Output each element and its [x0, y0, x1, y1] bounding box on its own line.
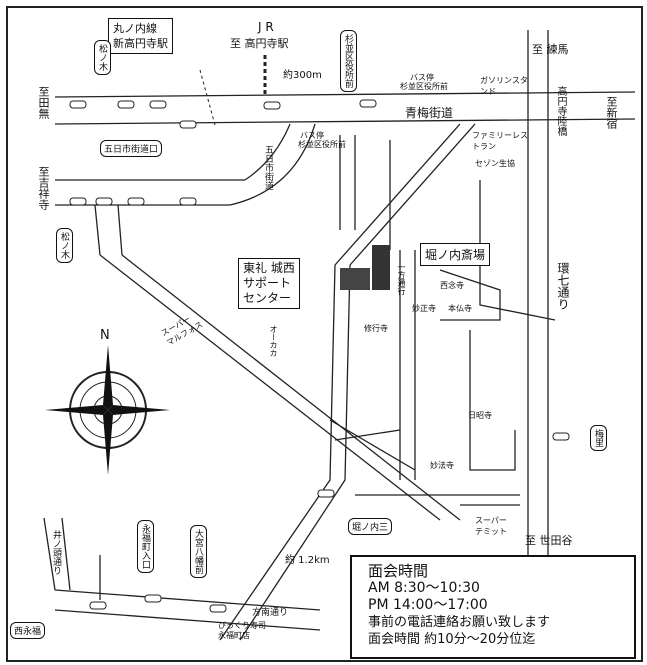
- matsunoki-label: 松ノ木: [56, 228, 73, 263]
- station-name: 新高円寺駅: [113, 37, 168, 50]
- visiting-hours-box: 面会時間 AM 8:30〜10:30 PM 14:00〜17:00 事前の電話連…: [350, 555, 636, 659]
- dest-shinjuku: 至新宿: [605, 96, 618, 129]
- temple-sainen: 西念寺: [440, 281, 464, 290]
- one-way-sign: 一方通行: [397, 263, 406, 295]
- temple-myoho: 妙法寺: [430, 461, 454, 470]
- sugi-kuyakusho-label: 杉並区役所前: [340, 30, 357, 92]
- bus-stop-1-name: 杉並区役所前: [400, 82, 448, 91]
- support-center-box: 東礼 城西 サポート センター: [238, 258, 300, 309]
- station-box: 丸ノ内線 新高円寺駅: [108, 18, 173, 54]
- station-line-name: 丸ノ内線: [113, 22, 157, 35]
- dest-nerima: 至 練馬: [532, 43, 569, 56]
- seison-coop: セゾン生協: [475, 159, 515, 168]
- nishieifuku-label: 西永福: [10, 622, 46, 639]
- compass-north-label: N: [100, 328, 110, 343]
- dest-kichijoji: 至吉祥寺: [37, 166, 50, 210]
- koenji-rikkyo-label: 高円寺陸橋: [555, 86, 566, 136]
- temple-myosei: 妙正寺: [412, 304, 436, 313]
- road-kanana: 環七通り: [556, 262, 570, 310]
- bus-stop-2-name: 杉並区役所前: [298, 140, 346, 149]
- distance-1-2km: 約 1.2km: [285, 555, 330, 566]
- omiya-hachiman-label: 大宮八幡前: [190, 525, 207, 578]
- support-center-name-1: 東礼 城西: [243, 261, 295, 275]
- road-gokamachi: 五日市街道: [263, 145, 273, 190]
- distance-300m: 約300m: [283, 70, 322, 81]
- bus-stop-2: バス停: [300, 131, 324, 140]
- dest-koenji: 至 高円寺駅: [230, 37, 289, 50]
- support-center-name-3: センター: [243, 291, 292, 305]
- crematorium-label: 堀ノ内斎場: [420, 243, 491, 266]
- horinouchi3-label: 堀ノ内三: [348, 518, 393, 535]
- dest-tanashi: 至田無: [37, 86, 50, 119]
- jr-label: J R: [258, 20, 274, 34]
- map-frame: [6, 6, 643, 662]
- visiting-pm: PM 14:00〜17:00: [368, 597, 488, 613]
- compass-icon: [45, 345, 170, 475]
- temple-honbutsu: 本仏寺: [448, 304, 472, 313]
- road-ikenohata: 井ノ頭通り: [51, 530, 61, 575]
- gas-station: ガソリンスタンド: [480, 76, 528, 96]
- temple-gyoko: 修行寺: [364, 324, 388, 333]
- okaka: オーカカ: [269, 325, 278, 357]
- bikkuri-sushi: びっくり寿司: [218, 621, 266, 630]
- road-ome: 青梅街道: [405, 106, 454, 120]
- road-hounan: 方南通り: [252, 608, 289, 618]
- itsukaichi-entrance-label: 五日市街道口: [100, 140, 163, 157]
- dest-setagaya: 至 世田谷: [525, 534, 573, 547]
- family-restaurant: ファミリーレストラン: [472, 131, 528, 151]
- visiting-am: AM 8:30〜10:30: [368, 580, 480, 596]
- super-temit: スーパー テミット: [475, 516, 507, 536]
- umesato-label: 梅里: [590, 425, 607, 451]
- koenji-label: 松ノ木: [94, 40, 111, 75]
- bus-stop-1: バス停: [410, 73, 434, 82]
- visiting-note-phone: 事前の電話連絡お願い致します: [368, 615, 551, 630]
- eifuku-entrance-label: 永福町入口: [137, 520, 154, 573]
- eifukucho-store: 永福町店: [218, 631, 250, 640]
- visiting-note-duration: 面会時間 約10分〜20分位迄: [368, 632, 536, 647]
- visiting-title: 面会時間: [368, 562, 429, 580]
- temple-nichi: 日昭寺: [468, 411, 492, 420]
- support-center-name-2: サポート: [243, 276, 292, 290]
